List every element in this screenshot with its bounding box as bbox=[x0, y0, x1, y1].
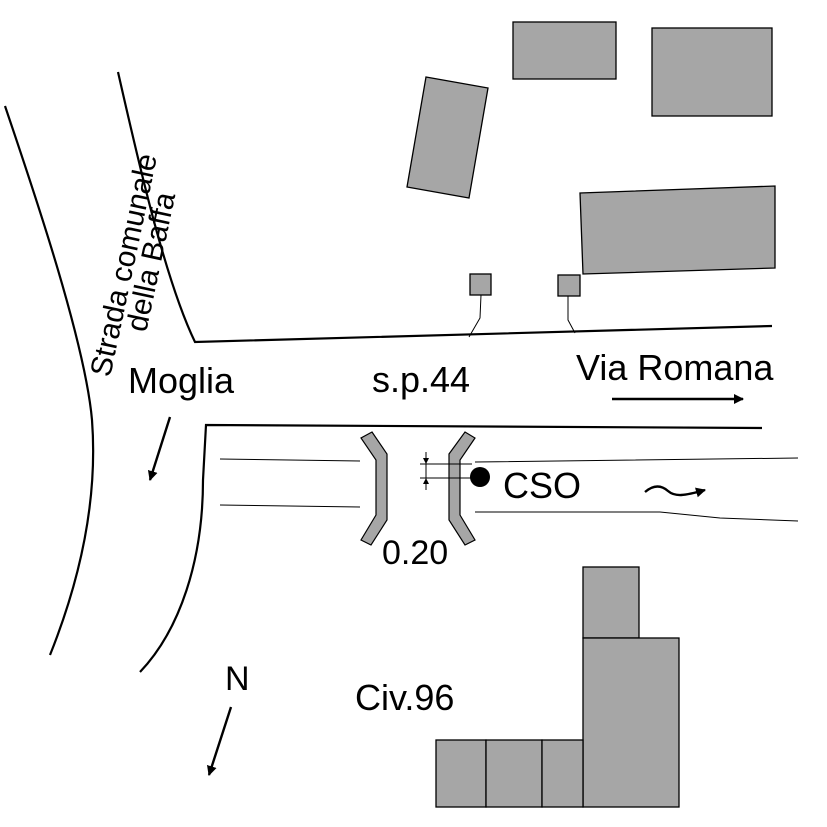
cso-point-icon bbox=[470, 467, 490, 487]
building bbox=[512, 21, 617, 80]
label-civico: Civ.96 bbox=[355, 677, 454, 718]
manhole bbox=[557, 274, 581, 297]
building bbox=[582, 566, 640, 639]
building bbox=[651, 27, 773, 117]
label-cso: CSO bbox=[503, 465, 581, 506]
channel-edge bbox=[219, 504, 799, 522]
building bbox=[485, 739, 543, 808]
road-edge bbox=[116, 71, 773, 344]
label-dimension: 0.20 bbox=[382, 534, 448, 572]
connector-line bbox=[468, 294, 482, 338]
label-north: N bbox=[225, 660, 250, 698]
building bbox=[541, 739, 584, 808]
building bbox=[579, 185, 776, 275]
moglia-arrow-icon bbox=[147, 416, 172, 481]
dimension-marks bbox=[420, 452, 472, 490]
label-sp44: s.p.44 bbox=[372, 359, 470, 400]
buildings bbox=[406, 21, 776, 808]
building bbox=[582, 637, 680, 808]
roads bbox=[3, 71, 773, 673]
label-moglia: Moglia bbox=[128, 360, 235, 401]
connector-line bbox=[567, 296, 576, 334]
culvert bbox=[360, 431, 476, 546]
culvert-wall bbox=[448, 431, 476, 546]
manhole bbox=[469, 273, 492, 296]
road-edge bbox=[139, 423, 763, 673]
culvert-wall bbox=[360, 431, 388, 546]
building bbox=[406, 76, 489, 199]
label-via-romana: Via Romana bbox=[576, 347, 774, 388]
building bbox=[435, 739, 487, 808]
north-arrow-icon bbox=[207, 706, 233, 776]
channel bbox=[219, 457, 799, 522]
channel-edge bbox=[219, 457, 799, 463]
flow-arrow-icon bbox=[644, 485, 706, 498]
road-edge bbox=[3, 105, 95, 656]
